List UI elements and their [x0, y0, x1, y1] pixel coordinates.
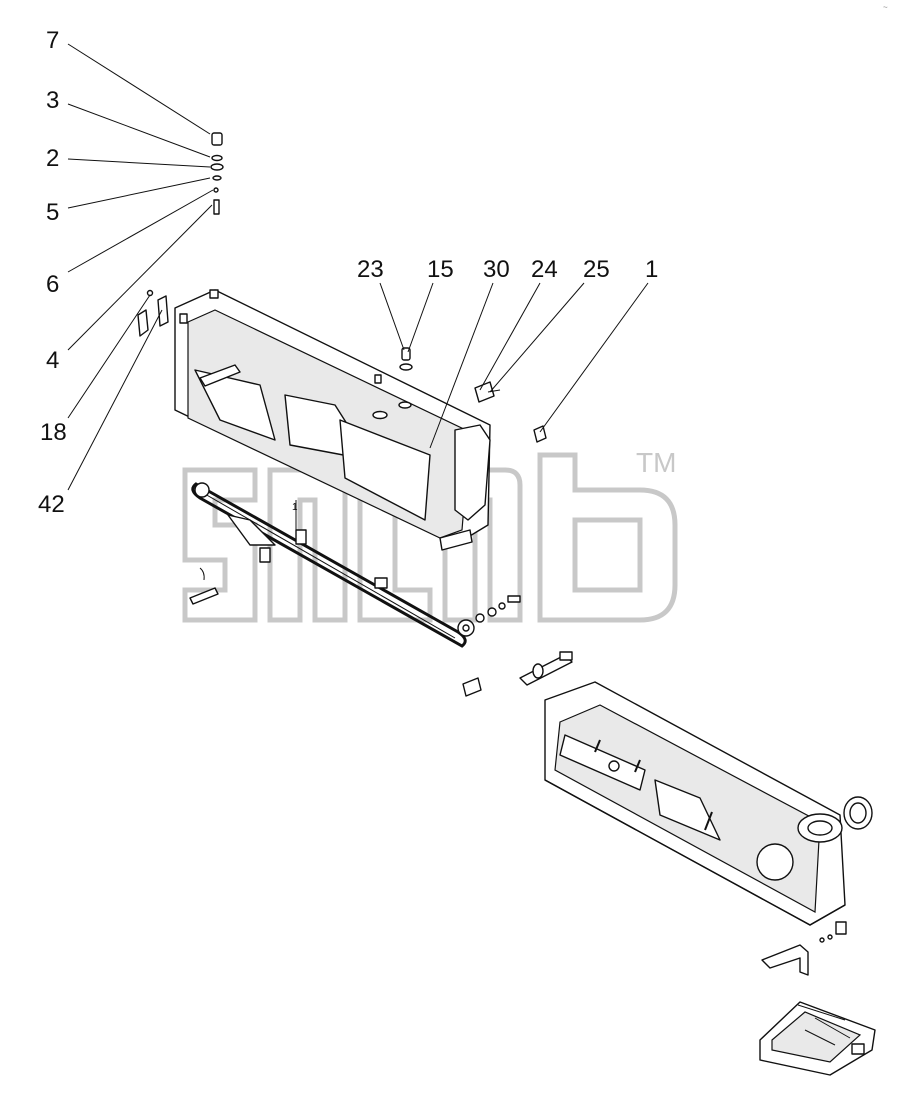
callout-6: 6 [46, 271, 59, 298]
lower-bracket [761, 921, 847, 976]
small-callout-label: 1 [292, 502, 298, 513]
upper-housing [174, 289, 491, 551]
callout-25: 25 [583, 256, 610, 283]
callout-15: 15 [427, 256, 454, 283]
bottom-tray [759, 1001, 876, 1076]
center-fittings [399, 347, 413, 371]
callout-30: 30 [483, 256, 510, 283]
watermark-trademark: TM [636, 447, 676, 478]
callout-4: 4 [46, 347, 59, 374]
left-brackets [137, 289, 169, 337]
leader-lines [67, 43, 649, 491]
callout-24: 24 [531, 256, 558, 283]
hardware-stack [210, 132, 224, 215]
callout-3: 3 [46, 87, 59, 114]
callout-2: 2 [46, 145, 59, 172]
shaft-assembly [462, 651, 573, 697]
callout-5: 5 [46, 199, 59, 226]
callout-labels: 7 3 2 5 6 4 18 42 23 15 30 24 25 1 [38, 27, 658, 518]
callout-1: 1 [645, 256, 658, 283]
corner-mark: ~ [883, 3, 888, 12]
chain-assembly: 1 [189, 482, 521, 648]
callout-42: 42 [38, 491, 65, 518]
lower-housing [544, 681, 846, 926]
callout-23: 23 [357, 256, 384, 283]
right-fittings [474, 381, 547, 443]
callout-18: 18 [40, 419, 67, 446]
callout-7: 7 [46, 27, 59, 54]
seal-ring [843, 796, 873, 830]
